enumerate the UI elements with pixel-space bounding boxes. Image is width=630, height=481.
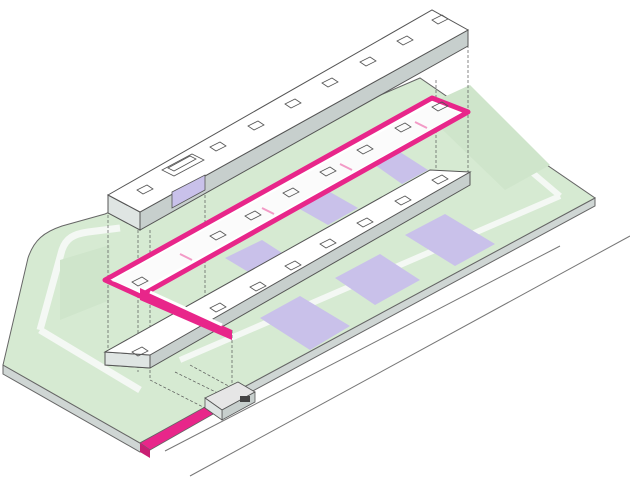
court: [225, 240, 290, 276]
court: [375, 152, 428, 184]
courts: [225, 152, 495, 350]
roof-openings: [136, 14, 449, 195]
court: [335, 254, 420, 305]
walkway-openings: [131, 101, 449, 287]
slab-openings: [131, 174, 449, 357]
street-lines: [164, 235, 630, 477]
entry-core: [204, 381, 256, 421]
court: [260, 296, 350, 350]
court: [298, 192, 358, 225]
court: [405, 214, 495, 266]
upper-walkway: [102, 95, 471, 340]
roof-block: [106, 9, 470, 231]
